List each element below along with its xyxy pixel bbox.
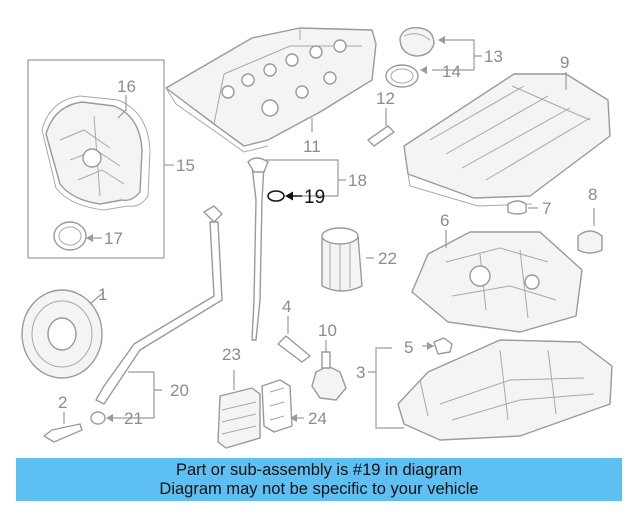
leader-20	[108, 371, 162, 419]
sensor-10-stem	[321, 351, 331, 369]
arrow-14	[420, 66, 427, 74]
o-ring-19	[267, 190, 285, 202]
timing-cover-gasket	[41, 95, 151, 211]
oil-cooler-group: 23 24	[217, 345, 327, 449]
callout-17: 17	[104, 229, 123, 248]
front-cover-details	[445, 247, 557, 319]
tube-seal-21	[90, 411, 106, 425]
timing-seal-17-inner	[58, 226, 82, 246]
leader-13	[432, 39, 482, 71]
callout-5: 5	[404, 338, 413, 357]
callout-22: 22	[378, 249, 397, 268]
lower-pan-group: 5 3	[356, 337, 613, 441]
timing-cover-boss	[82, 148, 102, 168]
cooler-gasket	[261, 379, 293, 433]
callout-1: 1	[98, 285, 107, 304]
arrow-5	[427, 342, 434, 350]
part-4	[277, 335, 311, 363]
callout-13: 13	[484, 47, 503, 66]
front-cover-group: 6	[411, 211, 583, 333]
callout-18: 18	[348, 171, 367, 190]
callout-21: 21	[124, 409, 143, 428]
small-parts-group: 4 10	[277, 297, 347, 401]
callout-6: 6	[440, 211, 449, 230]
upper-pan	[403, 73, 611, 199]
dipstick-group: 18 19 20 21	[90, 157, 367, 428]
sensor-12	[367, 125, 395, 147]
pulley-bolt	[43, 423, 83, 443]
leader-3	[368, 347, 404, 429]
valve-cover-group: 11	[165, 27, 377, 156]
oil-filter-group: 22	[321, 227, 397, 292]
callout-12: 12	[376, 89, 395, 108]
dipstick	[251, 162, 265, 341]
upper-pan-ribs	[407, 85, 591, 207]
oil-filter-top	[321, 227, 359, 245]
dipstick-handle	[247, 157, 269, 173]
filler-seal	[385, 64, 419, 88]
arrow-19	[285, 191, 293, 201]
callout-4: 4	[282, 297, 291, 316]
callout-14: 14	[442, 62, 461, 81]
lower-oil-pan-ribs	[419, 349, 595, 421]
callout-3: 3	[356, 363, 365, 382]
info-banner: Part or sub-assembly is #19 in diagram D…	[16, 458, 622, 501]
callout-11: 11	[303, 137, 321, 156]
oil-filter-flutes	[329, 244, 351, 292]
arrow-21	[106, 414, 113, 422]
callout-9: 9	[560, 53, 569, 72]
filler-cap-group: 13 14	[385, 27, 503, 88]
cooler-gasket-holes	[269, 387, 285, 421]
crank-pulley-ring	[31, 300, 93, 368]
callout-23: 23	[222, 345, 241, 364]
callout-19: 19	[304, 187, 325, 208]
callout-8: 8	[588, 185, 597, 204]
front-cover-hole-b	[524, 274, 540, 290]
timing-seal-17	[53, 221, 87, 251]
filler-seal-inner	[390, 68, 414, 84]
callout-2: 2	[58, 393, 67, 412]
callout-24: 24	[308, 409, 327, 428]
banner-part-text: Part or sub-assembly is #19 in diagram	[175, 460, 463, 479]
oil-cooler-fins	[221, 401, 257, 435]
sensor-8	[577, 230, 603, 254]
leader-16	[117, 95, 127, 119]
filler-cap	[399, 27, 435, 57]
valve-cover-ports	[221, 39, 347, 117]
timing-cover-frame	[27, 59, 165, 259]
valve-cover-edge	[165, 28, 362, 153]
callout-7: 7	[542, 199, 551, 218]
drain-plug-5	[433, 337, 453, 355]
banner-disclaimer-text: Diagram may not be specific to your vehi…	[159, 479, 479, 498]
plug-group: 7 8	[507, 185, 603, 254]
dipstick-tube-top	[203, 205, 223, 223]
callout-20: 20	[170, 381, 189, 400]
callout-15: 15	[176, 156, 195, 175]
front-cover-hole-a	[469, 265, 491, 287]
timing-cover-group: 16 15 17	[27, 59, 195, 259]
valve-cover	[165, 27, 377, 147]
upper-pan-group: 9	[403, 53, 611, 207]
arrow-13	[438, 36, 445, 44]
crank-pulley-hub	[47, 317, 77, 351]
front-cover	[411, 231, 583, 333]
filler-cap-top	[403, 33, 431, 41]
plug-7	[507, 200, 527, 215]
pulley-group: 1 2	[21, 285, 107, 443]
callout-16: 16	[117, 77, 136, 96]
sensor-10	[311, 365, 347, 401]
callout-10: 10	[318, 321, 337, 340]
dipstick-tube	[95, 221, 223, 405]
leader-1	[89, 291, 105, 305]
arrow-24	[290, 414, 297, 422]
arrow-17	[86, 234, 93, 242]
sensor-12-group: 12	[367, 89, 395, 147]
leader-18	[266, 159, 346, 197]
